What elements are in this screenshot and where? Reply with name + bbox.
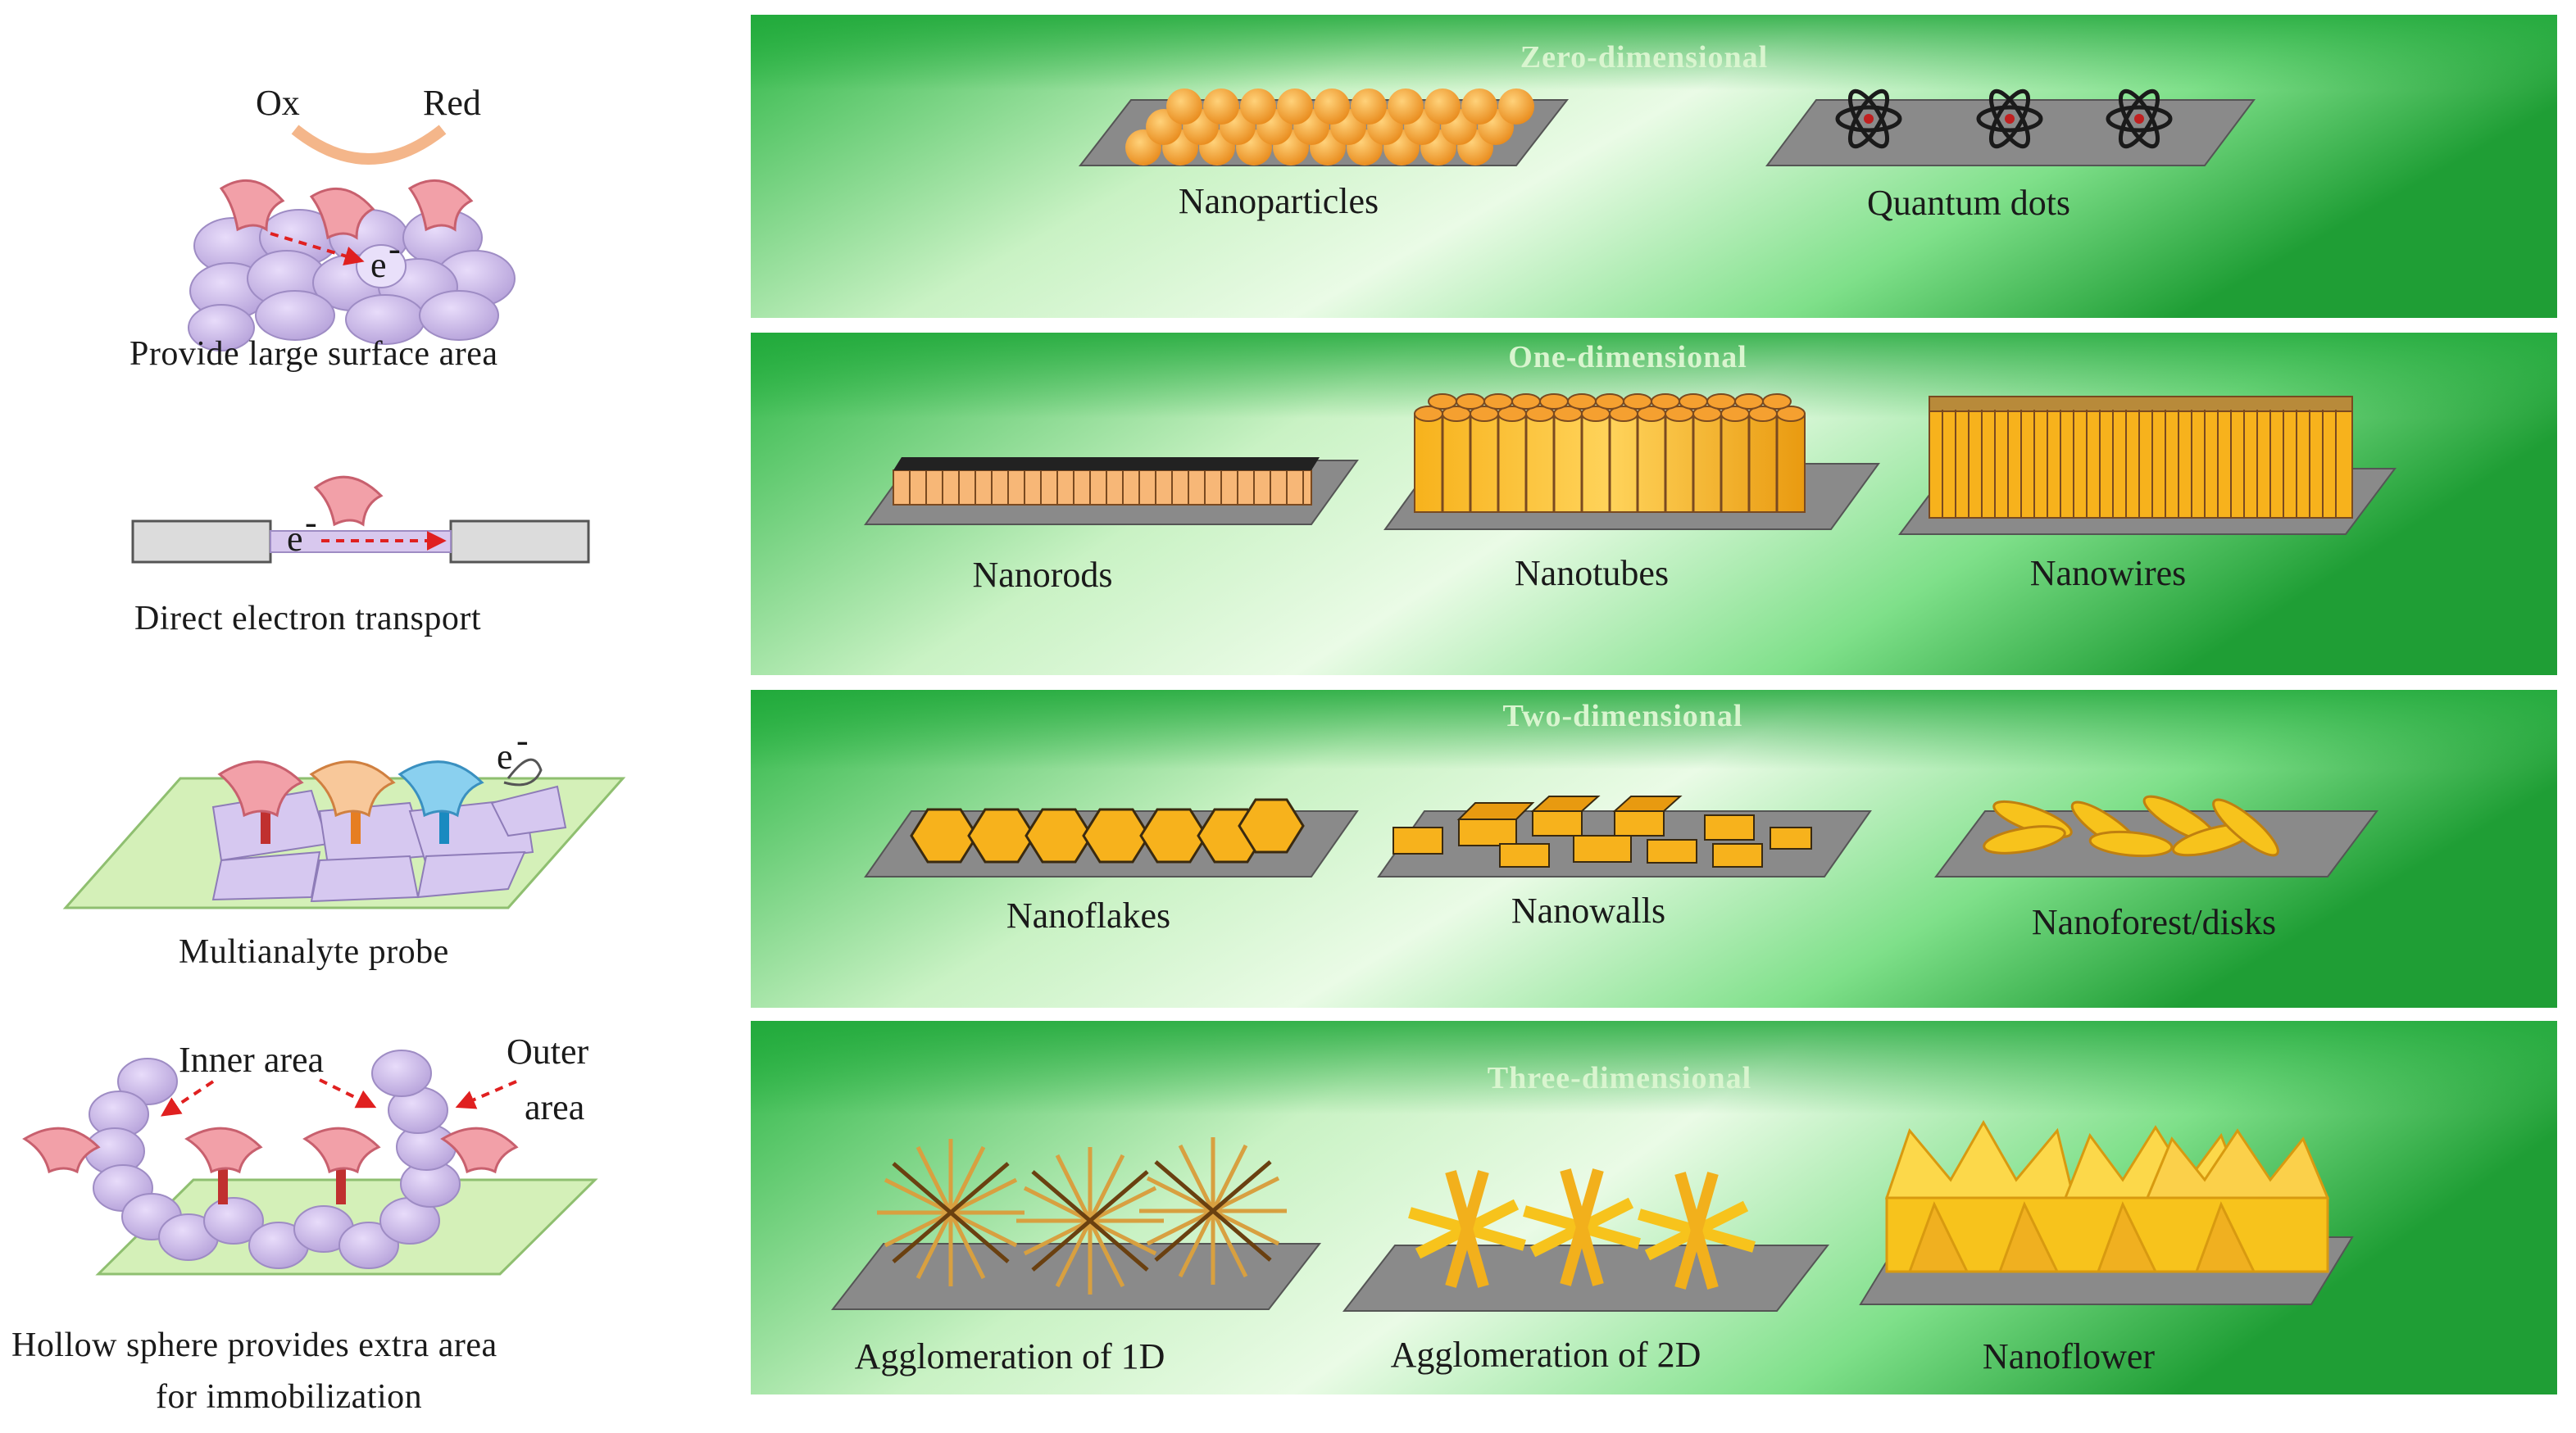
item-label-nanoflakes: Nanoflakes [1006,896,1170,936]
pink-receptor-icon [22,1127,101,1174]
lavender-sphere-chain [84,1050,461,1269]
outer-area-label: area [525,1087,584,1127]
item-label-agglomeration-2d: Agglomeration of 2D [1391,1335,1701,1375]
item-label-nanoparticles: Nanoparticles [1179,181,1379,221]
receptor-probes [22,1127,519,1204]
substrate [1765,99,2256,166]
pink-receptor-icon [217,760,304,818]
panel-title: Three-dimensional [1488,1061,1751,1095]
nanoparticles-visual [1125,88,1534,166]
nanorods-visual [893,457,1320,506]
inner-area-arrow [161,1080,215,1117]
large-surface-illustration: Ox Red e - Provide large surface ar [129,83,516,373]
item-label-agglomeration-1d: Agglomeration of 1D [855,1336,1165,1376]
direct-transport-caption: Direct electron transport [134,600,481,637]
agglomeration-1d-visual [877,1137,1287,1295]
orange-receptor-icon [309,760,396,818]
item-label-nanowires: Nanowires [2030,553,2187,593]
large-surface-caption: Provide large surface area [129,335,498,373]
pink-receptor-icon [219,179,474,240]
electron-symbol: e [497,737,513,777]
item-label-nanorods: Nanorods [972,555,1112,595]
pink-receptor-icon [313,475,384,527]
outer-area-arrow [455,1080,517,1109]
item-label-quantum-dots: Quantum dots [1867,183,2070,223]
electron-symbol: e [287,519,303,559]
panel-one-dimensional: One-dimensional Nanorods [751,333,2557,675]
pink-receptor-icon [302,1127,381,1174]
panel-title: Two-dimensional [1502,699,1742,733]
nanoflower-visual [1884,1119,2330,1273]
panel-zero-dimensional: Zero-dimensional Nanoparticles [751,15,2557,318]
outer-area-label: Outer [507,1032,589,1072]
item-label-nanowalls: Nanowalls [1511,891,1665,931]
nanodisks-visual [1983,795,2279,858]
multianalyte-caption: Multianalyte probe [179,933,449,971]
nanowalls-visual [1392,796,1812,868]
direct-transport-illustration: e - Direct electron transport [131,475,590,637]
electron-charge: - [305,502,317,542]
right-electrode [449,519,590,564]
nanoflakes-visual [910,798,1305,864]
electron-transfer-arrow [270,232,365,265]
item-label-nanoforest-disks: Nanoforest/disks [2032,902,2276,942]
inner-area-arrow [319,1078,377,1109]
ox-label: Ox [256,83,300,123]
redox-arrow-icon [291,125,447,165]
lavender-flakes [211,785,567,903]
inner-area-label: Inner area [179,1040,324,1080]
substrate [830,1243,1322,1310]
nanowires-visual [1929,396,2353,519]
receptor-probes [217,760,484,844]
electron-symbol: e [370,245,387,285]
panel-title: One-dimensional [1508,340,1747,374]
hollow-sphere-illustration: Inner area Outer area Hollow sphere prov… [11,1032,598,1416]
left-electrode [131,519,272,564]
lavender-particle-cluster [188,209,516,351]
electron-curve-arrow [503,758,543,787]
red-label: Red [423,83,481,123]
multianalyte-illustration: e - Multianalyte probe [62,720,626,971]
item-label-nanoflower: Nanoflower [1983,1336,2155,1376]
panel-two-dimensional: Two-dimensional Nanoflakes Nanowalls [751,690,2557,1008]
hollow-caption: Hollow sphere provides extra area [11,1326,497,1364]
nanowire-bridge [270,530,452,553]
agglomeration-2d-visual [1408,1168,1756,1290]
hollow-caption: for immobilization [156,1378,422,1416]
electron-charge: - [388,229,401,269]
nanotubes-visual [1414,393,1806,513]
item-label-nanotubes: Nanotubes [1515,553,1669,593]
electron-charge: - [516,720,529,760]
panel-title: Zero-dimensional [1520,40,1768,75]
pink-receptor-icon [440,1127,519,1174]
blue-receptor-icon [398,760,484,818]
pink-receptor-icon [184,1127,263,1174]
panel-three-dimensional: Three-dimensional Agglomeratio [751,1021,2557,1394]
